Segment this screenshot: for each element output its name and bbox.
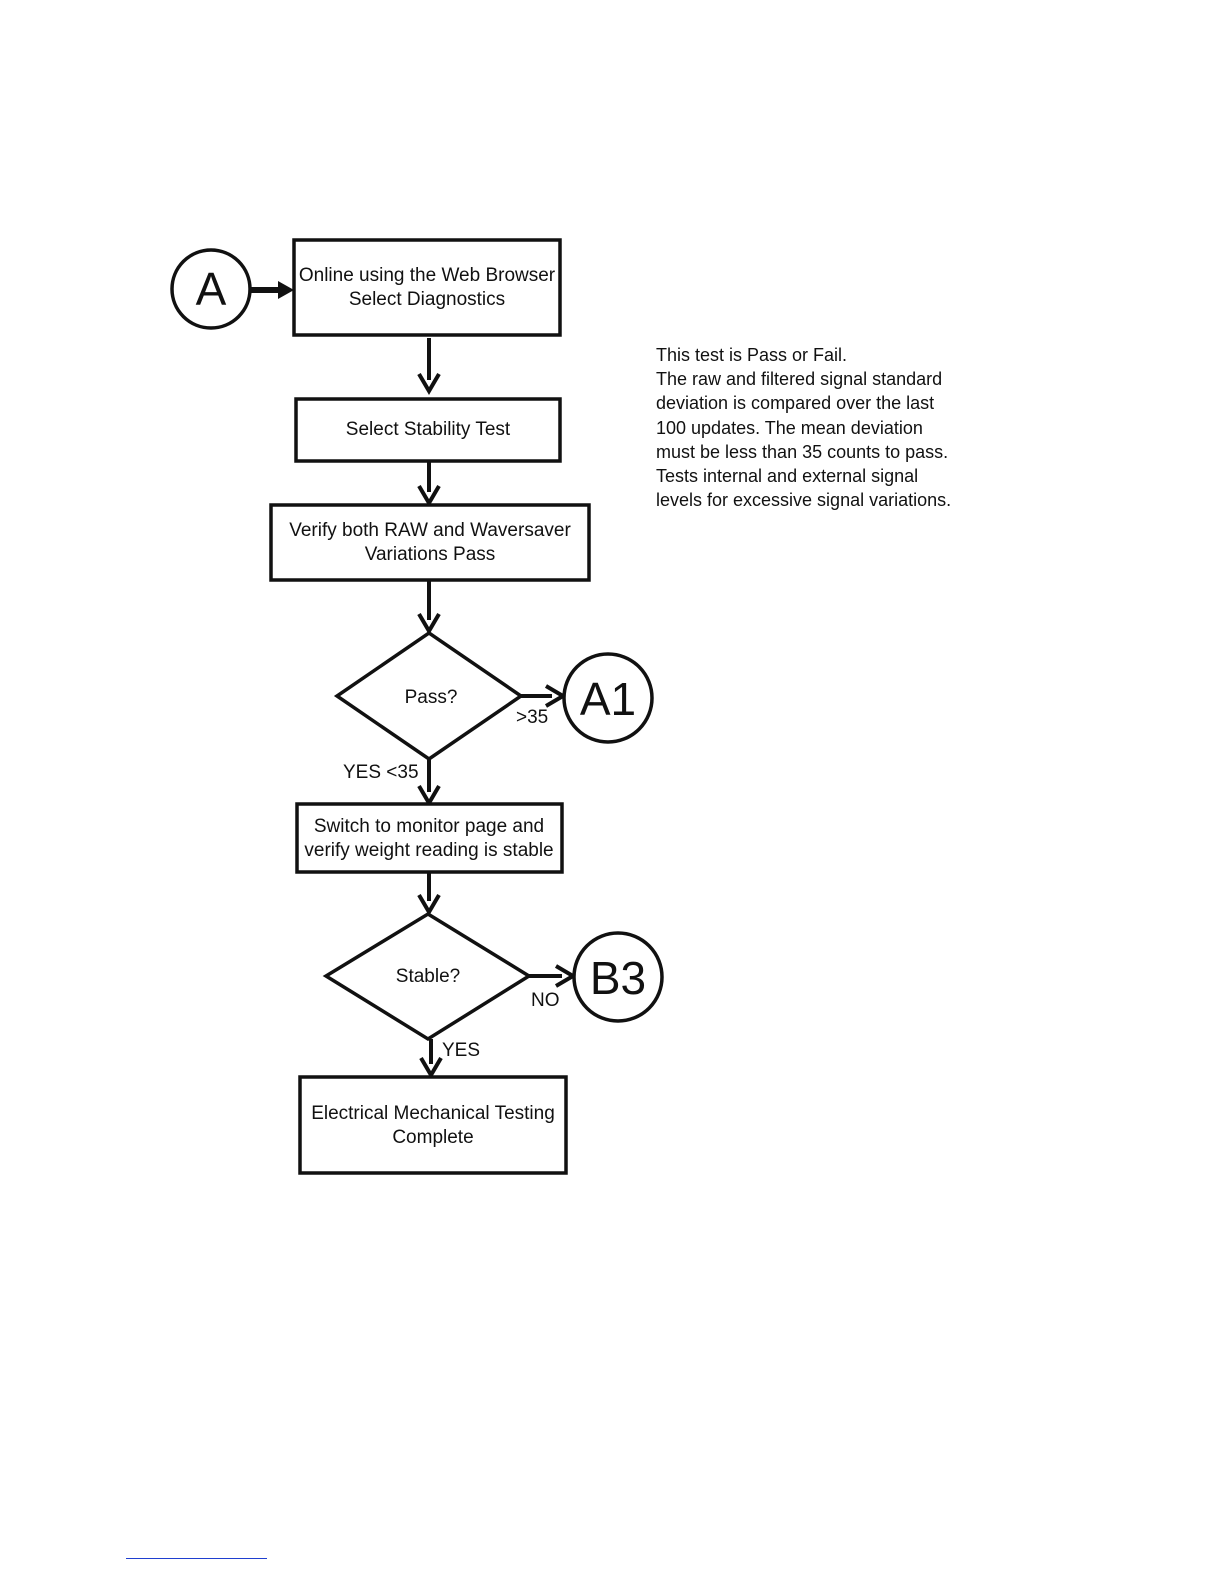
connector-b3-label: B3 <box>590 952 646 1004</box>
arrow-verify-to-pass <box>417 581 441 635</box>
connector-a1-label: A1 <box>580 673 636 725</box>
connector-b3-circle <box>572 931 664 1023</box>
step-verify-line2: Variations Pass <box>365 544 496 565</box>
arrow-pass-to-switch <box>417 759 441 807</box>
step-verify-box <box>269 503 591 582</box>
arrow-pass-to-a1 <box>521 684 567 708</box>
arrow-stability-to-verify <box>417 462 441 507</box>
connector-a-label: A <box>196 263 227 315</box>
arrow-stable-to-b3 <box>529 964 577 988</box>
note-line: This test is Pass or Fail. <box>656 345 848 365</box>
connector-a: A <box>170 248 252 330</box>
step-online-line2: Select Diagnostics <box>349 289 505 310</box>
decision-pass-label: Pass? <box>405 687 458 708</box>
step-verify-line1: Verify both RAW and Waversaver <box>289 520 571 541</box>
step-switch-box <box>295 802 564 874</box>
step-complete-box <box>298 1075 568 1175</box>
connector-a1-circle <box>562 652 654 744</box>
decision-stable: Stable? <box>322 911 533 1042</box>
connector-a1: A1 <box>562 652 654 744</box>
edge-label-pass-fail: >35 <box>516 707 548 728</box>
step-stability-box <box>294 397 562 463</box>
step-online: Online using the Web Browser Select Diag… <box>292 238 562 337</box>
note-line: 100 updates. The mean deviation <box>656 417 923 438</box>
decision-pass: Pass? <box>333 630 525 762</box>
step-verify: Verify both RAW and Waversaver Variation… <box>269 503 591 582</box>
arrow-switch-to-stable <box>417 873 441 916</box>
step-complete-line1: Electrical Mechanical Testing <box>311 1103 555 1124</box>
arrow-stable-to-complete <box>419 1039 443 1079</box>
connector-b3: B3 <box>572 931 664 1023</box>
decision-stable-shape <box>322 911 533 1042</box>
step-switch-line1: Switch to monitor page and <box>314 816 544 837</box>
step-stability: Select Stability Test <box>294 397 562 463</box>
footnote-separator <box>126 1558 267 1559</box>
step-switch: Switch to monitor page and verify weight… <box>295 802 564 874</box>
arrow-online-to-stability <box>417 338 441 395</box>
test-description-note: This test is Pass or Fail. The raw and f… <box>656 343 976 512</box>
arrow-a-to-online <box>250 281 294 299</box>
step-stability-line1: Select Stability Test <box>346 419 511 440</box>
note-line: must be less than 35 counts to pass. <box>656 441 949 462</box>
note-line: Tests internal and external signal <box>656 466 919 487</box>
edge-label-stable-no: NO <box>531 990 560 1011</box>
note-line: deviation is compared over the last <box>656 393 935 414</box>
step-online-line1: Online using the Web Browser <box>299 265 556 286</box>
edge-label-stable-yes: YES <box>442 1040 480 1061</box>
note-line: The raw and filtered signal standard <box>656 369 943 390</box>
note-line: levels for excessive signal variations. <box>656 490 952 511</box>
step-complete: Electrical Mechanical Testing Complete <box>298 1075 568 1175</box>
edge-label-pass-yes: YES <35 <box>343 762 419 783</box>
decision-stable-label: Stable? <box>396 966 460 987</box>
step-online-box <box>292 238 562 337</box>
step-switch-line2: verify weight reading is stable <box>304 840 553 861</box>
step-complete-line2: Complete <box>392 1127 473 1148</box>
